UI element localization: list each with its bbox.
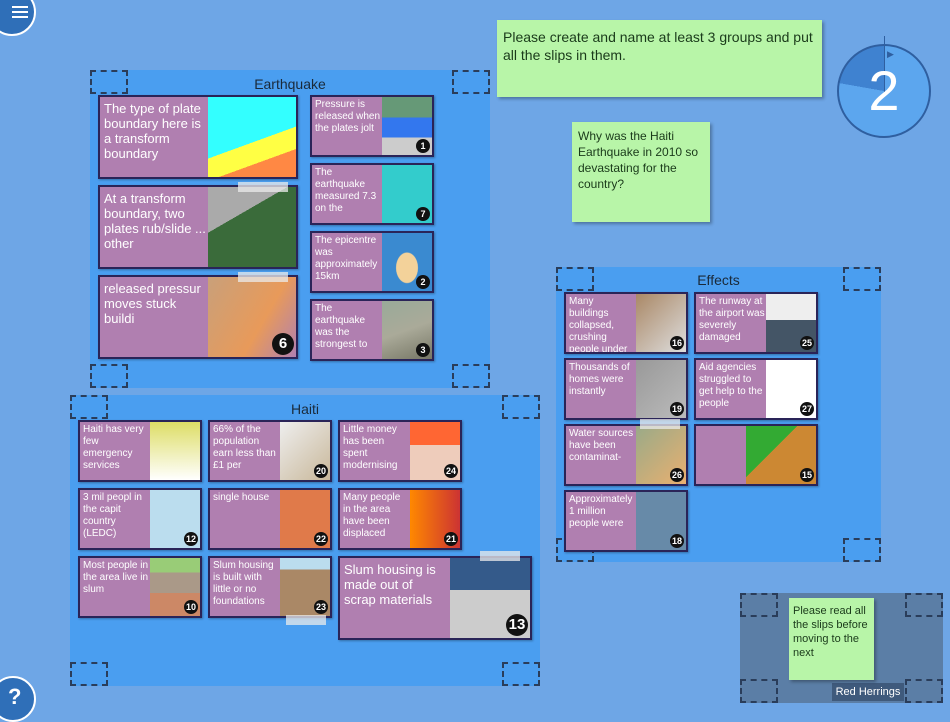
resize-handle[interactable] — [452, 70, 490, 94]
instruction-note: Please create and name at least 3 groups… — [497, 20, 822, 97]
slip[interactable]: Aid agencies struggled to get help to th… — [694, 358, 818, 420]
slip[interactable]: Slum housing is built with little or no … — [208, 556, 332, 618]
group-title-red-herrings[interactable]: Red Herrings — [832, 683, 904, 701]
resize-handle[interactable] — [90, 364, 128, 388]
tape — [238, 272, 288, 282]
slip[interactable]: 66% of the population earn less than £1 … — [208, 420, 332, 482]
slip[interactable]: Many people in the area have been displa… — [338, 488, 462, 550]
question-icon: ? — [8, 684, 22, 709]
group-title[interactable]: Effects — [697, 272, 740, 288]
slip[interactable]: Haiti has very few emergency services — [78, 420, 202, 482]
resize-handle[interactable] — [70, 662, 108, 686]
slip[interactable]: Water sources have been contaminat-26 — [564, 424, 688, 486]
tape — [640, 419, 680, 429]
help-button[interactable]: ? — [0, 676, 36, 722]
slip[interactable]: At a transform boundary, two plates rub/… — [98, 185, 298, 269]
resize-handle[interactable] — [502, 662, 540, 686]
slip[interactable]: Many buildings collapsed, crushing peopl… — [564, 292, 688, 354]
resize-handle[interactable] — [502, 395, 540, 419]
resize-handle[interactable] — [90, 70, 128, 94]
slip-image — [208, 187, 296, 267]
tape — [480, 551, 520, 561]
resize-handle[interactable] — [70, 395, 108, 419]
tape — [238, 182, 288, 192]
slip[interactable]: 3 mil peopl in the capit country (LEDC)1… — [78, 488, 202, 550]
slip[interactable]: Slum housing is made out of scrap materi… — [338, 556, 532, 640]
slip[interactable]: 15 — [694, 424, 818, 486]
menu-button[interactable] — [0, 0, 36, 36]
resize-handle[interactable] — [556, 267, 594, 291]
slip-image — [208, 97, 296, 177]
resize-handle[interactable] — [905, 593, 943, 617]
slip[interactable]: The runway at the airport was severely d… — [694, 292, 818, 354]
arrow-right-icon: ▶ — [887, 49, 894, 59]
timer: ▶ 2 — [837, 36, 931, 138]
slip[interactable]: Pressure is released when the plates jol… — [310, 95, 434, 157]
resize-handle[interactable] — [740, 593, 778, 617]
red-herring-note[interactable]: Please read all the slips before moving … — [789, 598, 874, 680]
slip-image — [150, 422, 200, 480]
group-title[interactable]: Haiti — [290, 401, 319, 417]
resize-handle[interactable] — [452, 364, 490, 388]
hamburger-icon — [12, 6, 28, 18]
resize-handle[interactable] — [843, 267, 881, 291]
resize-handle[interactable] — [843, 538, 881, 562]
group-title[interactable]: Earthquake — [254, 76, 326, 92]
resize-handle[interactable] — [905, 679, 943, 703]
tape — [286, 615, 326, 625]
slip[interactable]: The type of plate boundary here is a tra… — [98, 95, 298, 179]
question-note[interactable]: Why was the Haiti Earthquake in 2010 so … — [572, 122, 710, 222]
resize-handle[interactable] — [740, 679, 778, 703]
